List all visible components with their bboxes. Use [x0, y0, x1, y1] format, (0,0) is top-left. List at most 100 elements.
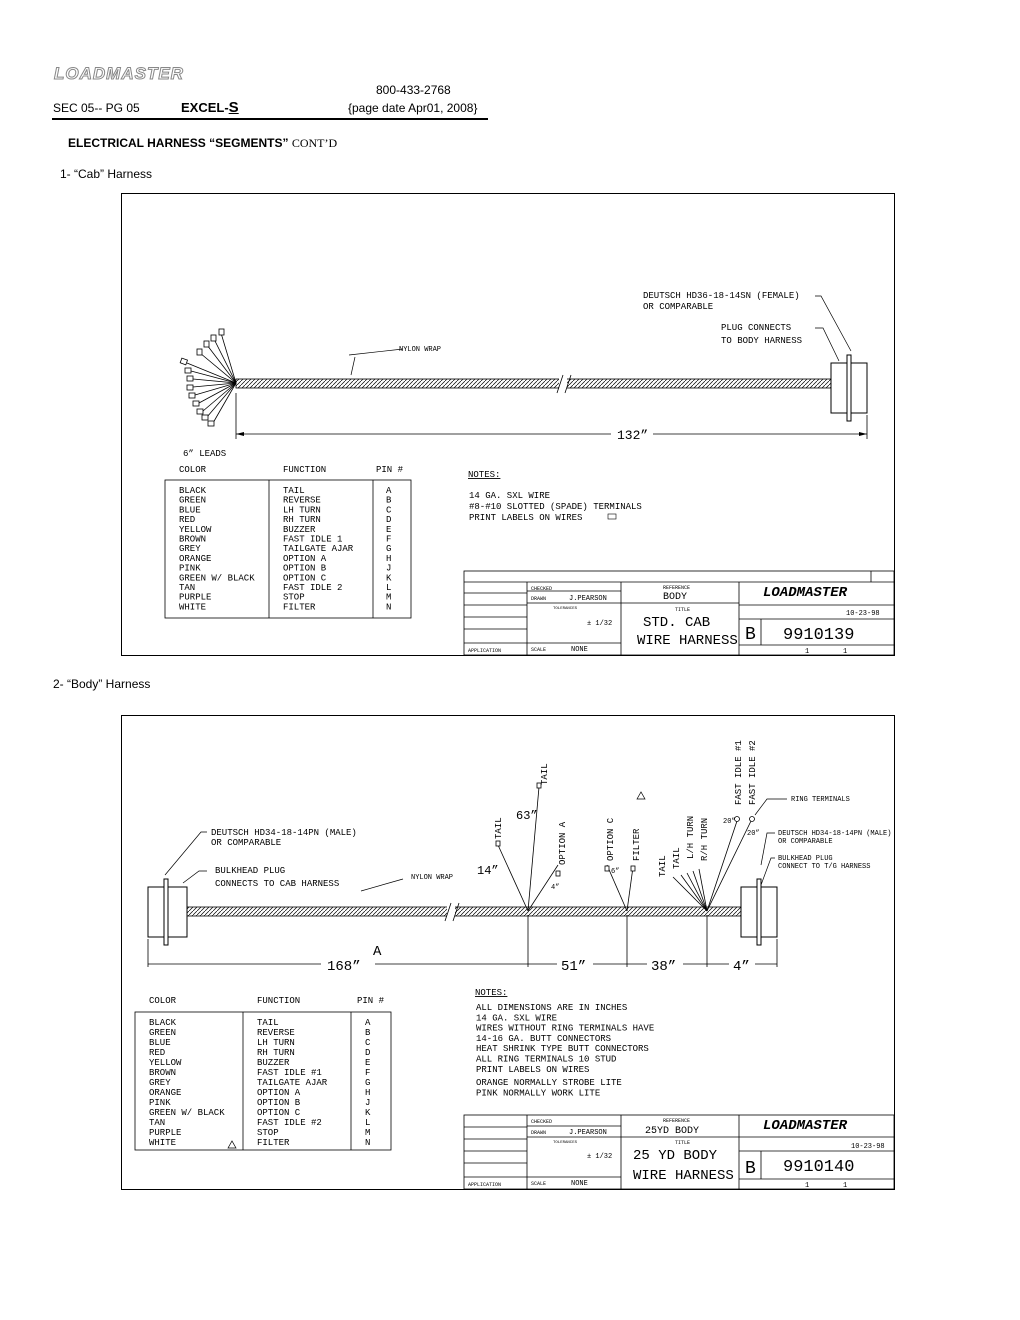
table-cell-pin: J: [386, 564, 391, 574]
lead-20b: 20”: [747, 830, 760, 838]
ring-terminals-label: RING TERMINALS: [791, 796, 850, 804]
col-color: COLOR: [179, 465, 207, 475]
tb-checked: CHECKED: [531, 1119, 552, 1125]
table-cell-color: GREEN: [149, 1028, 176, 1038]
lead-6: 6”: [611, 868, 619, 876]
page-date: {page date Apr01, 2008}: [348, 101, 478, 115]
table-cell-function: OPTION B: [283, 564, 327, 574]
table-cell-function: REVERSE: [283, 496, 321, 506]
lbl-tail-top: TAIL: [540, 763, 550, 785]
tb-reference: BODY: [663, 592, 687, 603]
table-cell-pin: B: [365, 1028, 371, 1038]
tb-application: APPLICATION: [468, 648, 501, 654]
table-cell-color: GREY: [179, 544, 201, 554]
col-pin: PIN #: [376, 465, 404, 475]
deutsch-connector: [830, 362, 848, 414]
notes-title: NOTES:: [468, 470, 500, 480]
connector-rear: [850, 362, 868, 414]
color-table: [164, 479, 412, 619]
left-conn-label-1: DEUTSCH HD34-18-14PN (MALE): [211, 828, 357, 838]
plug-label-2: TO BODY HARNESS: [721, 336, 802, 346]
tb-drawn: DRAWN: [531, 1130, 546, 1136]
table-cell-color: PINK: [149, 1098, 171, 1108]
lbl-tail-3: TAIL: [672, 847, 682, 869]
table-cell-function: LH TURN: [257, 1038, 295, 1048]
tb-title-label: TITLE: [675, 607, 690, 613]
page-title: ELECTRICAL HARNESS “SEGMENTS” CONT’D: [68, 136, 337, 151]
tb-scale: NONE: [571, 646, 588, 654]
tb-sheet: 1: [805, 648, 809, 656]
table-cell-pin: F: [386, 535, 391, 545]
table-cell-color: PINK: [179, 564, 201, 574]
nylon-wrap-label: NYLON WRAP: [399, 346, 441, 354]
color-table: [134, 1011, 392, 1151]
tb-size: B: [745, 625, 756, 645]
tb-scale: NONE: [571, 1180, 588, 1188]
cab-harness-caption: 1- “Cab” Harness: [60, 167, 153, 181]
table-cell-function: RH TURN: [283, 515, 321, 525]
table-cell-pin: A: [386, 486, 392, 496]
warning-icon: [227, 1140, 237, 1149]
lead-20a: 20”: [723, 818, 736, 826]
table-cell-pin: L: [386, 583, 391, 593]
table-cell-pin: N: [365, 1138, 370, 1148]
tb-application: APPLICATION: [468, 1182, 501, 1188]
table-cell-pin: L: [365, 1118, 370, 1128]
lbl-option-a: OPTION A: [558, 821, 568, 865]
connector-label-1: DEUTSCH HD36-18-14SN (FEMALE): [643, 291, 800, 301]
tb-name: J.PEARSON: [569, 595, 607, 603]
tb-sheet: 1: [805, 1182, 809, 1190]
tb-title-1: 25 YD BODY: [633, 1148, 718, 1164]
right-connector: [740, 886, 758, 938]
model-prefix: EXCEL-: [181, 100, 229, 115]
dim-38: 38”: [651, 959, 676, 975]
tb-drawn: DRAWN: [531, 596, 546, 602]
table-cell-color: YELLOW: [179, 525, 212, 535]
branch-leads: [495, 782, 755, 912]
tb-size: B: [745, 1159, 756, 1179]
loadmaster-logo: LOADMASTER: [54, 64, 184, 84]
break-gap: [559, 377, 567, 390]
table-cell-pin: D: [365, 1048, 370, 1058]
table-cell-function: FAST IDLE 2: [283, 583, 342, 593]
lbl-option-c: OPTION C: [606, 817, 616, 861]
tb-of: 1: [843, 1182, 847, 1190]
right-bulk-label-1: BULKHEAD PLUG: [778, 855, 833, 863]
table-cell-color: BROWN: [179, 535, 206, 545]
tb-logo: LOADMASTER: [763, 1118, 848, 1134]
table-cell-pin: K: [365, 1108, 371, 1118]
tb-title-label: TITLE: [675, 1140, 690, 1146]
lead-63: 63”: [516, 809, 538, 823]
tb-scale-label: SCALE: [531, 1181, 546, 1187]
note-line: 14 GA. SXL WIRE: [469, 491, 550, 501]
table-cell-function: OPTION C: [257, 1108, 301, 1118]
table-cell-pin: C: [365, 1038, 371, 1048]
table-cell-pin: F: [365, 1068, 370, 1078]
right-conn-label-1: DEUTSCH HD34-18-14PN (MALE): [778, 830, 891, 838]
col-pin: PIN #: [357, 996, 385, 1006]
table-cell-color: TAN: [179, 583, 195, 593]
tb-logo: LOADMASTER: [763, 585, 848, 601]
note-line: 14-16 GA. BUTT CONNECTORS: [476, 1034, 611, 1044]
table-cell-function: STOP: [283, 593, 305, 603]
table-cell-function: FAST IDLE #2: [257, 1118, 322, 1128]
table-cell-color: PURPLE: [179, 593, 211, 603]
tb-checked: CHECKED: [531, 586, 552, 592]
col-function: FUNCTION: [283, 465, 326, 475]
lbl-rh-turn: R/H TURN: [700, 818, 710, 861]
tb-title-2: WIRE HARNESS: [637, 633, 738, 649]
break-mark: [444, 902, 460, 922]
tb-angle: ± 1/32: [587, 620, 612, 628]
table-cell-pin: H: [386, 554, 391, 564]
tb-name: J.PEARSON: [569, 1129, 607, 1137]
table-cell-color: RED: [149, 1048, 165, 1058]
harness-wrap: [186, 906, 742, 917]
lead-4: 4”: [551, 884, 559, 892]
table-cell-function: REVERSE: [257, 1028, 295, 1038]
left-connector: [147, 886, 165, 938]
table-cell-color: ORANGE: [149, 1088, 181, 1098]
tb-reference: 25YD BODY: [645, 1126, 699, 1137]
connector-flange: [846, 354, 852, 422]
